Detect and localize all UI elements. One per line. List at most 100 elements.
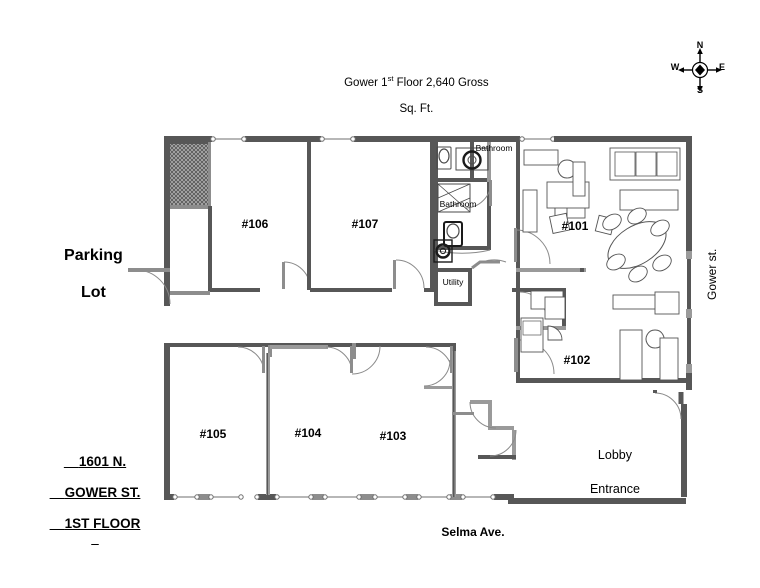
wall-lobby-south	[508, 498, 686, 504]
address-line1: 1601 N.	[78, 453, 127, 469]
fixture-shower-lower	[437, 183, 471, 213]
room-label-105: #105	[199, 427, 227, 441]
door-105	[237, 346, 265, 374]
door-corridor-lower	[423, 359, 451, 387]
wall-107-east	[430, 142, 434, 290]
fixture-sink-upper	[436, 146, 452, 170]
door-bathroom-lower	[433, 249, 491, 254]
room-label-106: #106	[241, 217, 269, 231]
compass-label-north: N	[696, 40, 704, 50]
window-east-2	[686, 309, 692, 318]
bookcase-102	[659, 337, 679, 381]
furniture-102	[520, 290, 680, 381]
wall-bath-upper-south	[438, 178, 490, 182]
wall-106-south-a	[208, 288, 260, 292]
door-104b	[351, 345, 381, 375]
door-vestibule-2	[489, 429, 517, 457]
room-label-bathroom-lower: Bathroom	[439, 199, 477, 209]
bookcase-101	[522, 189, 538, 233]
street-label-selma: Selma Ave.	[441, 525, 505, 539]
wall-exterior-north-seg1	[164, 136, 212, 142]
wall-bath-lower-south	[438, 246, 490, 250]
wall-101-west	[516, 142, 520, 274]
door-107	[393, 259, 425, 289]
fixture-toilet-lower	[443, 221, 463, 247]
page-title-line1: Gower 1st Floor 2,640 Gross	[344, 74, 489, 90]
wall-106-107-partition	[307, 142, 311, 290]
conference-table-101	[602, 207, 672, 283]
wall-exterior-north-seg6	[554, 136, 691, 142]
compass-needle-icon	[678, 48, 722, 92]
wall-exterior-north-seg4	[430, 136, 470, 142]
wall-exterior-south	[164, 494, 508, 500]
address-line2: GOWER ST.	[64, 484, 141, 500]
side-table-102	[544, 296, 566, 320]
wall-exterior-north-seg2	[245, 136, 321, 142]
door-104	[325, 346, 353, 374]
wall-exterior-east-4	[686, 373, 692, 390]
door-parking-entry	[128, 268, 171, 305]
parking-lot-label: Parking Lot	[32, 229, 137, 321]
lobby-line2: Entrance	[589, 481, 640, 496]
wall-exterior-west-lower	[164, 345, 170, 497]
wall-vestibule-east	[488, 400, 492, 430]
wall-utility-north	[434, 268, 472, 272]
parking-lot-line1: Parking	[64, 247, 123, 265]
wall-core-west	[434, 142, 438, 292]
credenza-102	[612, 294, 658, 310]
compass-label-west: W	[670, 62, 680, 72]
room-label-101: #101	[561, 219, 589, 233]
chair-102-corner	[547, 325, 563, 341]
room-label-102: #102	[563, 353, 591, 367]
page-title-line2: Sq. Ft.	[399, 103, 434, 116]
wall-bath-upper-east	[470, 142, 474, 180]
wall-107-south-a	[370, 288, 392, 292]
lobby-entrance-label: Lobby Entrance	[563, 430, 653, 514]
fixture-washer-utility	[433, 239, 453, 263]
wall-106-south-b	[310, 288, 370, 292]
cabinet-101-1	[523, 149, 559, 166]
wall-vestibule-south	[170, 291, 210, 295]
wall-exterior-east-3	[687, 318, 691, 364]
hatched-shaft-area	[170, 142, 210, 206]
compass-label-east: E	[718, 62, 725, 72]
door-106	[282, 261, 311, 289]
furniture-101	[522, 147, 681, 283]
door-103	[425, 346, 453, 374]
fixture-tub-upper	[455, 147, 489, 171]
wall-102-ante-north	[512, 288, 566, 292]
wall-corridor-south-b	[356, 343, 452, 347]
wall-utility-east	[468, 268, 472, 306]
room-label-bathroom-upper: Bathroom	[475, 143, 513, 153]
wall-exterior-north-seg5	[470, 136, 520, 142]
desk-101	[546, 181, 590, 209]
parking-lot-line2: Lot	[80, 284, 106, 302]
room-label-utility: Utility	[442, 277, 464, 287]
room-label-104: #104	[294, 426, 322, 440]
door-vestibule-1	[469, 401, 497, 429]
chair-101-a	[548, 212, 571, 235]
wall-101-south-a	[516, 268, 586, 272]
building-address-label: 1601 N. GOWER ST. 1ST FLOOR	[40, 438, 150, 547]
window-east-3	[686, 364, 692, 373]
door-101-west	[514, 228, 551, 265]
wall-exterior-north-seg3	[354, 136, 430, 142]
door-bathroom-upper	[464, 180, 492, 209]
wall-106-west	[208, 206, 212, 291]
wall-102-south	[516, 378, 676, 383]
window-east-1	[686, 251, 692, 259]
page-title: Gower 1st Floor 2,640 Gross Sq. Ft.	[305, 62, 515, 130]
room-label-103: #103	[379, 429, 407, 443]
wall-exterior-east-2	[687, 259, 691, 309]
wall-exterior-west-upper	[164, 136, 170, 304]
address-line3: 1ST FLOOR	[64, 515, 141, 531]
desk-102	[619, 329, 643, 381]
room-label-107: #107	[351, 217, 379, 231]
coffee-table-101	[619, 189, 679, 211]
wall-bath-lower-east	[487, 182, 491, 250]
lobby-line1: Lobby	[597, 447, 632, 462]
wall-utility-south	[434, 302, 472, 306]
wall-exterior-east-lobby	[681, 404, 687, 497]
